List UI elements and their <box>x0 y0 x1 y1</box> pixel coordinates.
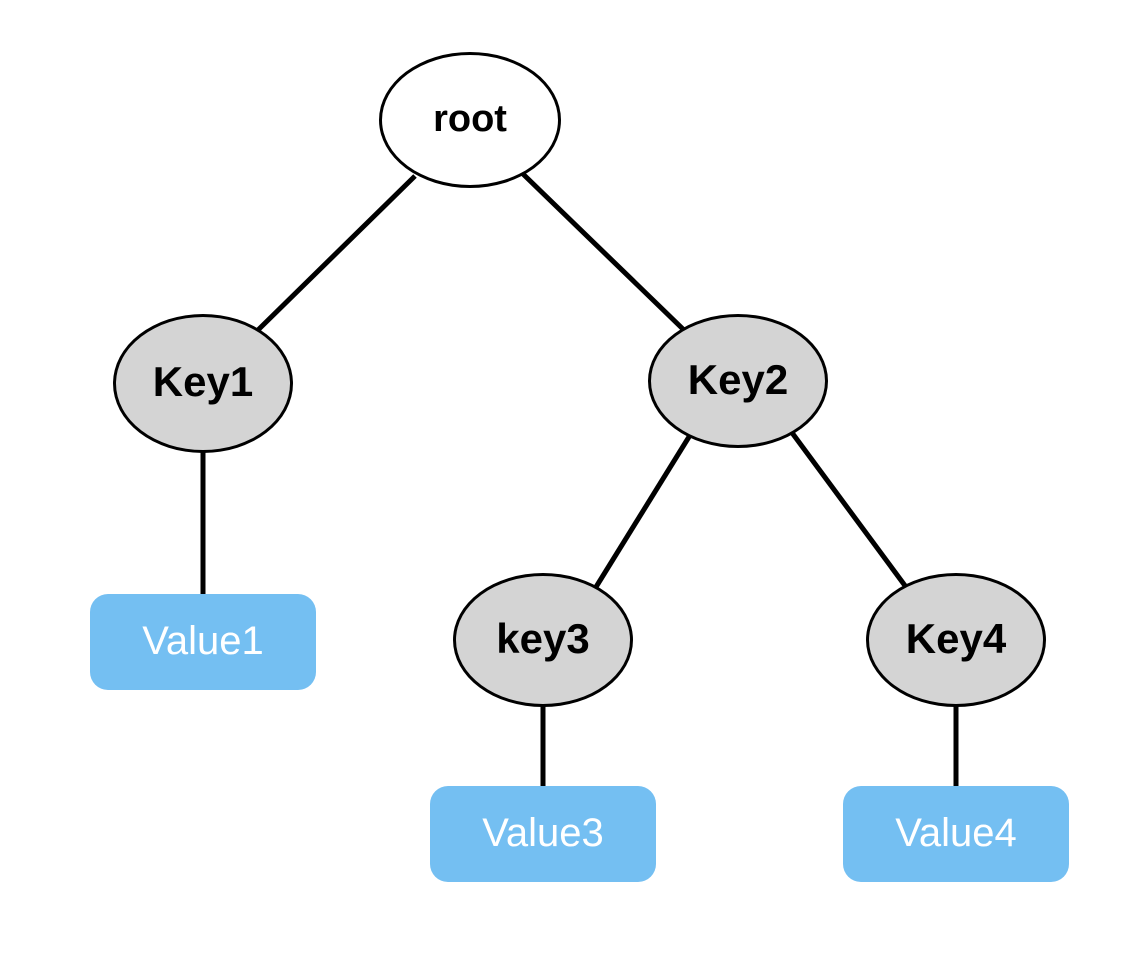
node-key3[interactable]: key3 <box>453 573 633 707</box>
node-label-key4: Key4 <box>905 615 1007 662</box>
edge-key2-key4 <box>787 428 909 589</box>
edge-root-key2 <box>521 172 688 334</box>
node-key1[interactable]: Key1 <box>113 313 293 453</box>
edge-key2-key3 <box>593 430 695 589</box>
node-value1[interactable]: Value1 <box>90 594 316 690</box>
edge-root-key1 <box>256 174 417 332</box>
node-key4[interactable]: Key4 <box>866 573 1046 707</box>
node-label-key2: Key2 <box>687 356 789 403</box>
node-label-root: root <box>433 98 507 140</box>
node-value4[interactable]: Value4 <box>843 786 1069 882</box>
node-key2[interactable]: Key2 <box>648 314 828 448</box>
node-label-value1: Value1 <box>142 619 264 663</box>
node-label-key3: key3 <box>496 615 590 662</box>
node-label-value4: Value4 <box>895 811 1017 855</box>
node-value3[interactable]: Value3 <box>430 786 656 882</box>
node-root[interactable]: root <box>379 52 561 188</box>
node-label-key1: Key1 <box>152 358 254 405</box>
node-label-value3: Value3 <box>482 811 604 855</box>
